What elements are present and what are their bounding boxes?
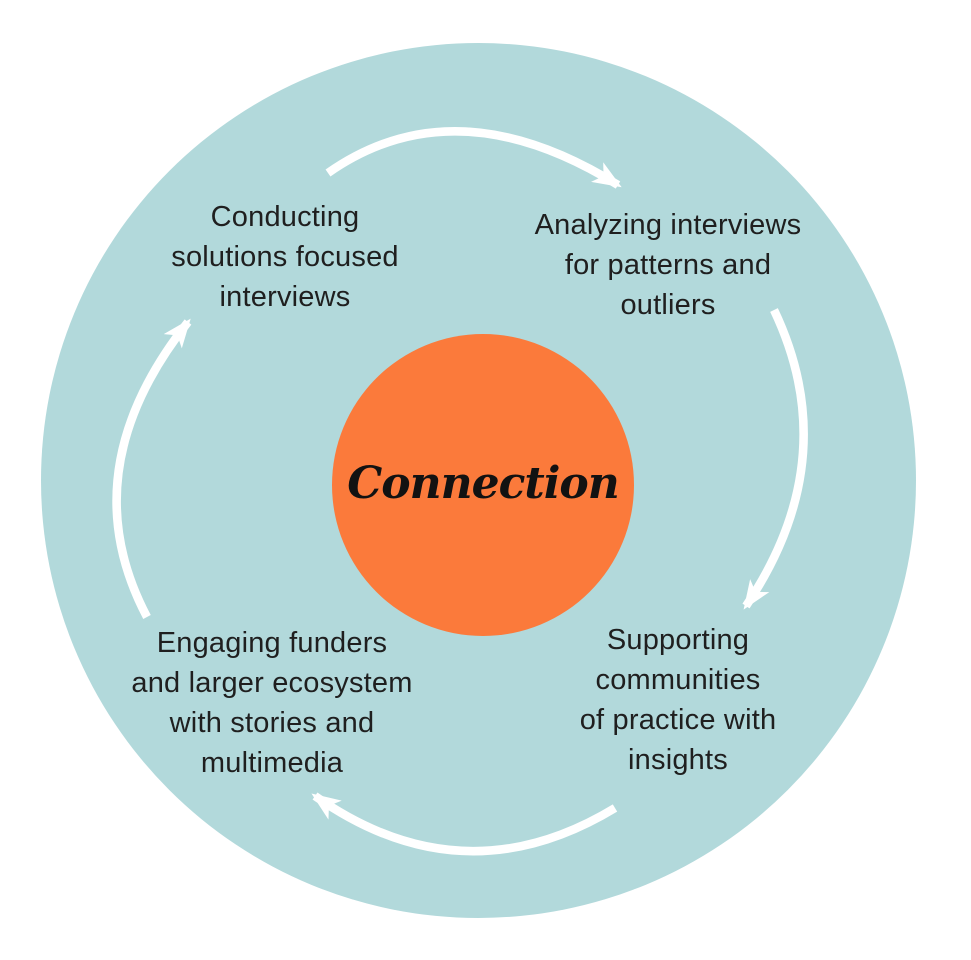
center-label: Connection — [347, 457, 620, 509]
center-circle: Connection — [332, 334, 634, 636]
step-label-conducting-interviews: Conducting solutions focused interviews — [171, 201, 399, 313]
step-label-analyzing-interviews: Analyzing interviews for patterns and ou… — [534, 209, 802, 321]
step-label-engaging-funders: Engaging funders and larger ecosystem wi… — [131, 627, 413, 779]
step-label-supporting-communities: Supporting communities of practice with … — [579, 624, 777, 776]
